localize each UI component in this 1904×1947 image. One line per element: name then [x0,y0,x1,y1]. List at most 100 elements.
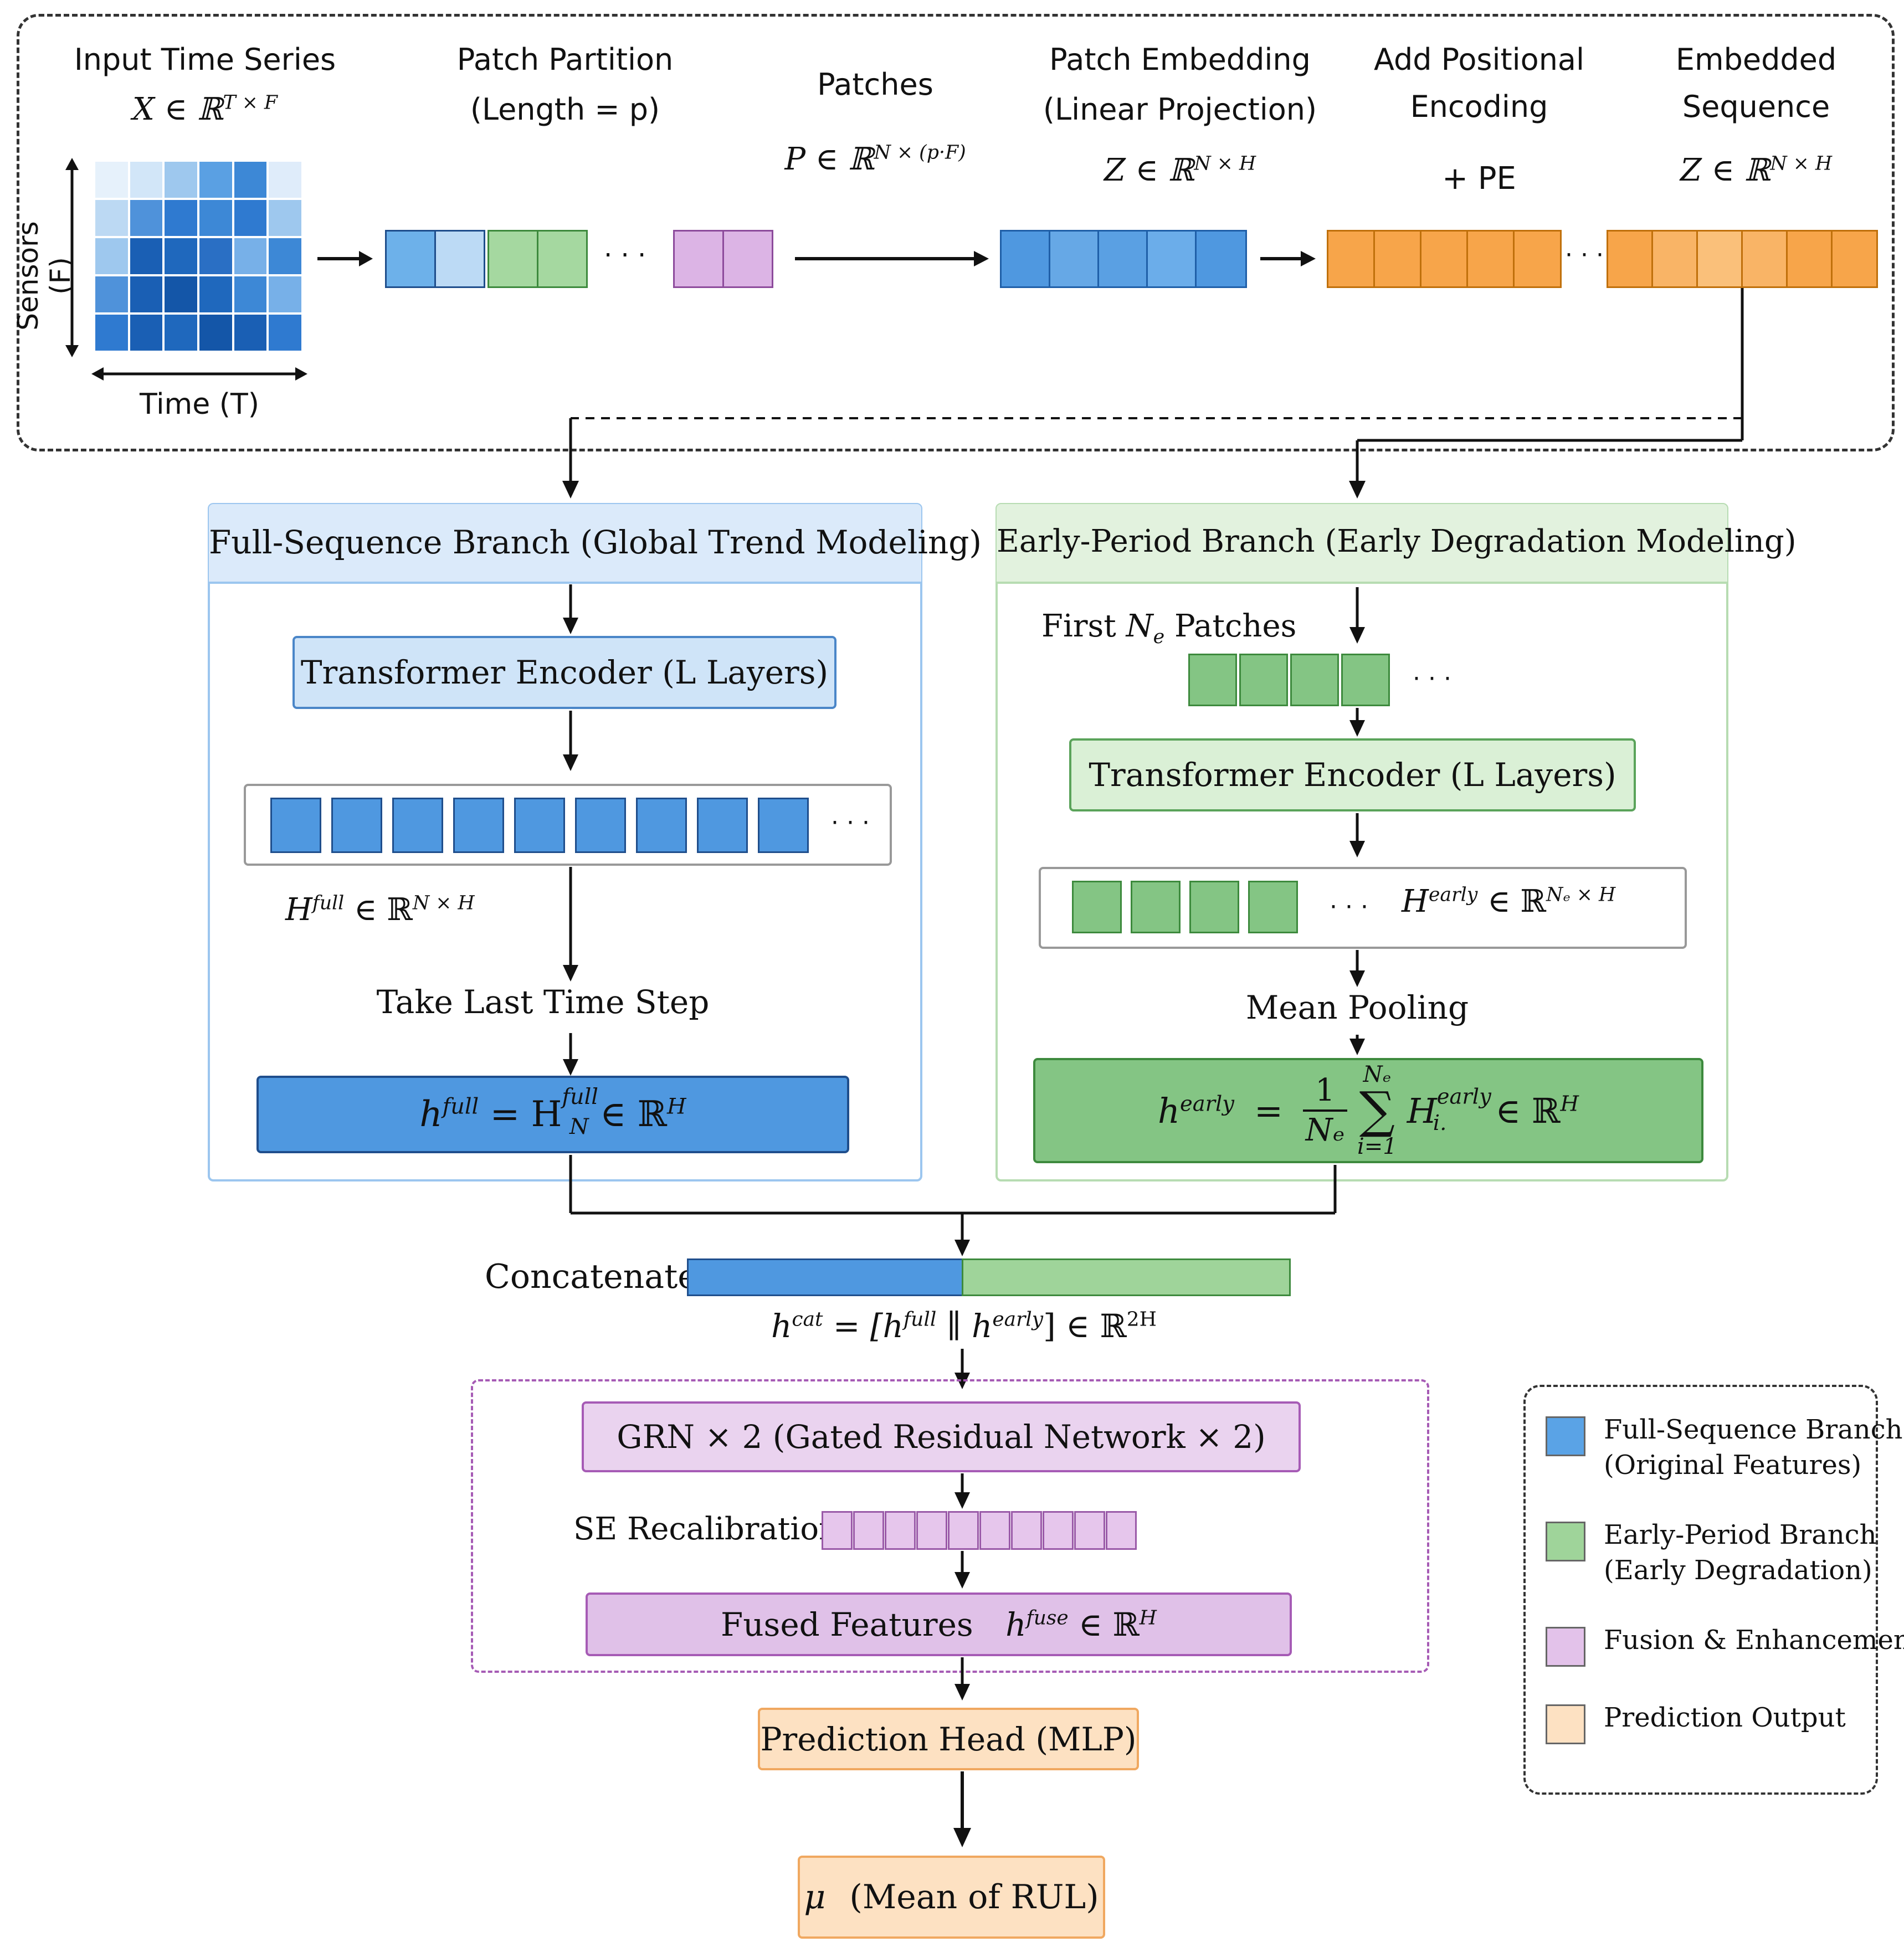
prediction-head-label: Prediction Head (MLP) [760,1720,1137,1758]
legend-item: Early-Period Branch (Early Degradation) [1546,1515,1878,1604]
legend-label: Early-Period Branch [1604,1519,1877,1550]
embedded-strip [1607,230,1878,288]
heatmap-cell [233,275,268,314]
heatmap-cell [233,314,268,352]
early-hidden-cell [1131,881,1181,933]
heatmap-cell [198,314,233,352]
full-hidden-cells [270,798,824,853]
pos-enc-math: + PE [1442,161,1516,197]
se-cell [1106,1511,1137,1550]
full-encoder-label: Transformer Encoder (L Layers) [300,654,829,691]
take-last-label: Take Last Time Step [376,983,710,1021]
legend-label: Fusion & Enhancement [1604,1625,1904,1656]
early-hidden-cells [1072,881,1305,936]
full-hidden-ellipsis: · · · [831,809,870,837]
legend-sublabel: (Original Features) [1604,1450,1862,1481]
legend-swatch [1546,1522,1585,1561]
patches-title: Patches [817,67,933,102]
heatmap-cell [163,275,198,314]
heatmap-cell [198,237,233,275]
full-hidden-cell [331,798,382,853]
early-patch-cell [1188,654,1237,706]
grn-label: GRN × 2 (Gated Residual Network × 2) [617,1418,1266,1456]
heatmap-cell [268,199,302,237]
full-arrows [563,584,578,1076]
legend-swatch [1546,1627,1585,1667]
arrow-embedding-to-pe [1260,251,1316,266]
se-cells [822,1511,1143,1550]
concat-bar [687,1258,1291,1296]
heatmap-cell [268,275,302,314]
patch-embedding-title: Patch Embedding [1049,42,1311,77]
merge-connectors [569,1155,1337,1389]
early-encoder-label: Transformer Encoder (L Layers) [1089,756,1616,794]
legend-item: Prediction Output [1546,1698,1878,1786]
heatmap-cell [94,275,129,314]
early-arrows [1349,587,1365,1055]
se-cell [853,1511,884,1550]
heatmap-cell [233,161,268,199]
full-hidden-cell [697,798,748,853]
embedded-title: Embedded [1675,42,1837,77]
heatmap-cell [129,237,164,275]
legend [1523,1385,1878,1795]
full-branch-title: Full-Sequence Branch (Global Trend Model… [209,523,982,561]
patches-math: P ∈ ℝN × (p·F) [784,141,966,177]
legend-swatch [1546,1416,1585,1456]
heatmap-cell [198,199,233,237]
heatmap-cell [233,237,268,275]
se-cell [885,1511,916,1550]
heatmap-cell [94,314,129,352]
pos-enc-sub: Encoding [1410,89,1548,124]
pos-enc-title: Add Positional [1373,42,1585,77]
legend-sublabel: (Early Degradation) [1604,1555,1872,1586]
heatmap-cell [198,275,233,314]
heatmap-cell [163,161,198,199]
heatmap-cell [198,161,233,199]
heatmap-cell [129,161,164,199]
arrow-patches-to-embedding [795,251,989,266]
full-hidden-cell [636,798,687,853]
heatmap-cell [129,275,164,314]
time-label: Time (T) [139,388,260,421]
early-output-box: hearly = 1 Nₑ Nₑ ∑ i=1 Hearlyi. ∈ ℝH [1033,1058,1703,1163]
input-heatmap [94,161,302,352]
time-axis-arrow [91,367,307,381]
heatmap-cell [129,199,164,237]
legend-items: Full-Sequence Branch(Original Features)E… [1546,1410,1904,1786]
input-math: X ∈ ℝT × F [132,91,278,127]
patch-partition-title: Patch Partition [456,42,674,77]
early-encoder-box: Transformer Encoder (L Layers) [1069,738,1636,811]
first-patches-label: First Ne Patches [1041,608,1297,649]
se-cell [948,1511,979,1550]
patch-ellipsis: · · · [604,240,646,271]
full-hidden-cell [758,798,809,853]
full-output-box: hfull = HfullN ∈ ℝH [256,1076,849,1153]
patch-strip: · · · [385,230,773,288]
output-box: μ (Mean of RUL) [798,1856,1105,1939]
mu-symbol: μ [804,1878,826,1917]
pe-ellipsis: · · · [1565,241,1604,269]
early-branch-header [997,504,1727,584]
heatmap-cell [268,161,302,199]
early-branch-title: Early-Period Branch (Early Degradation M… [997,523,1797,559]
fusion-container [471,1379,1429,1673]
patch-embedding-sub: (Linear Projection) [1043,92,1317,127]
heatmap-cell [268,237,302,275]
se-label: SE Recalibration [573,1511,839,1547]
branch-connectors [562,288,1744,499]
early-patch-cell [1290,654,1339,706]
input-title: Input Time Series [74,42,336,77]
se-cell [1043,1511,1074,1550]
prediction-head-box: Prediction Head (MLP) [758,1708,1139,1770]
full-hidden-cell [575,798,626,853]
heatmap-cell [129,314,164,352]
grn-box: GRN × 2 (Gated Residual Network × 2) [582,1401,1301,1472]
se-cell [1074,1511,1105,1550]
full-branch-header [209,504,921,584]
se-cell [822,1511,853,1550]
patch-partition-sub: (Length = p) [470,92,660,127]
heatmap-cell [94,237,129,275]
embedding-strip [1000,230,1249,288]
early-hidden-cell [1189,881,1239,933]
